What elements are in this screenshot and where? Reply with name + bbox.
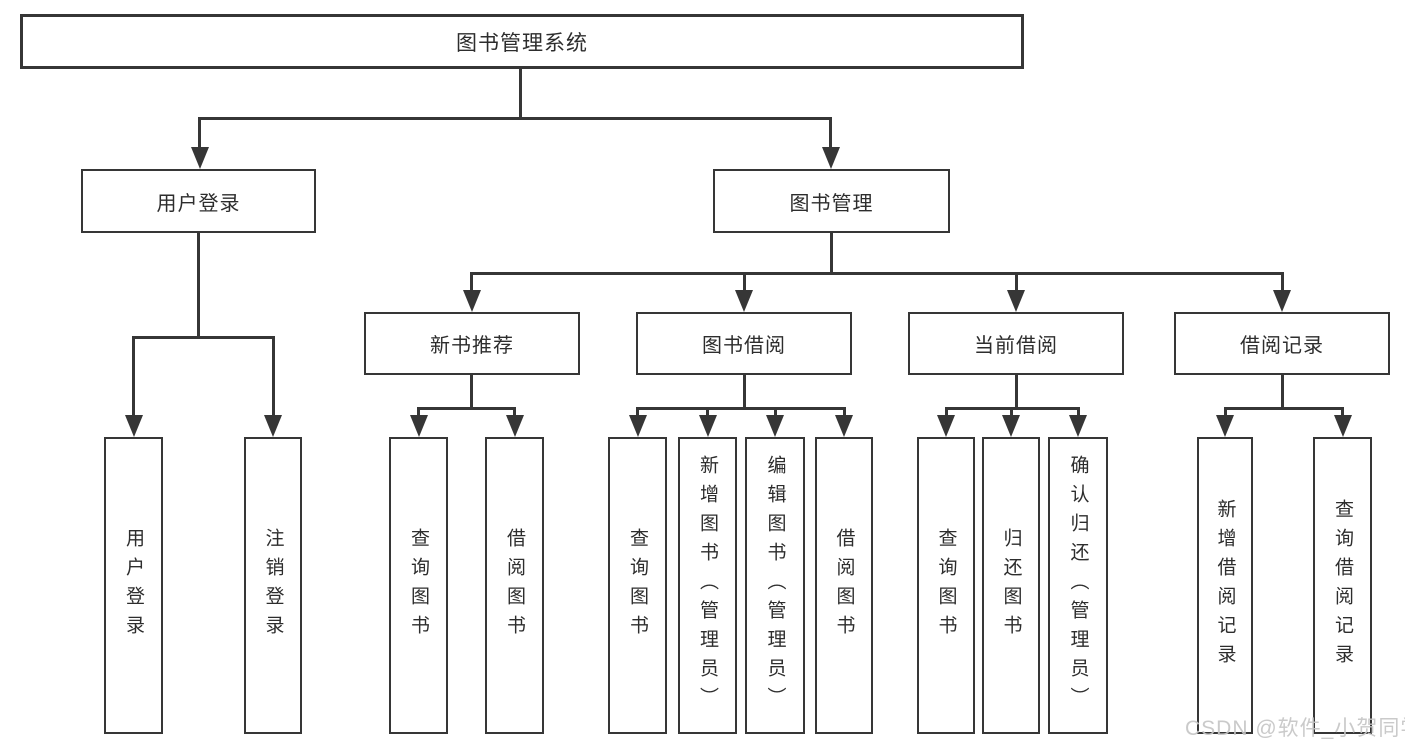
connector-line (743, 375, 746, 410)
connector-line (1224, 407, 1344, 410)
node-book-management-label: 图书管理 (789, 192, 874, 215)
leaf-add-borrow-record: 新增借阅记录 (1197, 437, 1253, 734)
leaf-add-borrow-record-label: 新增借阅记录 (1214, 498, 1236, 673)
connector-line (470, 375, 473, 410)
connector-line (1015, 375, 1018, 410)
leaf-borrow-books-borrowing: 借阅图书 (815, 437, 873, 734)
node-current-borrowing-label: 当前借阅 (974, 335, 1058, 357)
node-user-login-label: 用户登录 (156, 192, 241, 215)
leaf-confirm-return-admin: 确认归还（管理员） (1048, 437, 1108, 734)
arrowhead-down-icon (937, 415, 955, 437)
connector-line (519, 69, 522, 120)
leaf-query-borrow-record: 查询借阅记录 (1313, 437, 1372, 734)
arrowhead-down-icon (191, 147, 209, 169)
connector-line (417, 407, 516, 410)
node-book-borrowing-label: 图书借阅 (702, 335, 786, 357)
arrowhead-down-icon (125, 415, 143, 437)
connector-line (272, 336, 275, 416)
arrowhead-down-icon (1334, 415, 1352, 437)
leaf-user-login-label: 用户登录 (123, 527, 144, 644)
leaf-query-books-recommend: 查询图书 (389, 437, 448, 734)
node-new-book-recommend: 新书推荐 (364, 312, 580, 375)
leaf-add-book-admin: 新增图书（管理员） (678, 437, 737, 734)
connector-line (829, 117, 832, 148)
arrowhead-down-icon (766, 415, 784, 437)
arrowhead-down-icon (1069, 415, 1087, 437)
connector-line (1281, 375, 1284, 410)
connector-line (743, 272, 746, 292)
connector-line (1010, 407, 1013, 417)
arrowhead-down-icon (822, 147, 840, 169)
connector-line (1281, 272, 1284, 292)
leaf-borrow-books-borrowing-label: 借阅图书 (833, 527, 855, 644)
connector-line (198, 117, 201, 148)
arrowhead-down-icon (835, 415, 853, 437)
connector-line (417, 407, 420, 417)
node-new-book-recommend-label: 新书推荐 (430, 335, 514, 357)
connector-line (945, 407, 948, 417)
connector-line (1015, 272, 1018, 292)
connector-line (1077, 407, 1080, 417)
leaf-query-borrow-record-label: 查询借阅记录 (1332, 498, 1353, 673)
connector-line (830, 233, 833, 275)
leaf-edit-book-admin-label: 编辑图书（管理员） (764, 455, 786, 716)
node-user-login: 用户登录 (81, 169, 316, 233)
leaf-borrow-books-recommend: 借阅图书 (485, 437, 544, 734)
arrowhead-down-icon (1007, 290, 1025, 312)
node-borrowing-records-label: 借阅记录 (1240, 335, 1324, 357)
connector-line (706, 407, 709, 417)
connector-line (636, 407, 846, 410)
connector-line (843, 407, 846, 417)
connector-line (636, 407, 639, 417)
leaf-edit-book-admin: 编辑图书（管理员） (745, 437, 805, 734)
watermark: CSDN @软件_小贺同学 (1185, 717, 1405, 740)
arrowhead-down-icon (463, 290, 481, 312)
node-current-borrowing: 当前借阅 (908, 312, 1124, 375)
leaf-add-book-admin-label: 新增图书（管理员） (697, 455, 718, 716)
connector-line (470, 272, 1283, 275)
node-borrowing-records: 借阅记录 (1174, 312, 1390, 375)
arrowhead-down-icon (735, 290, 753, 312)
node-root-label: 图书管理系统 (456, 31, 588, 55)
leaf-query-books-current: 查询图书 (917, 437, 975, 734)
arrowhead-down-icon (410, 415, 428, 437)
arrowhead-down-icon (264, 415, 282, 437)
node-root: 图书管理系统 (20, 14, 1024, 69)
node-book-borrowing: 图书借阅 (636, 312, 852, 375)
arrowhead-down-icon (629, 415, 647, 437)
connector-line (132, 336, 135, 416)
arrowhead-down-icon (699, 415, 717, 437)
leaf-return-books-label: 归还图书 (1000, 527, 1022, 644)
leaf-query-books-borrowing-label: 查询图书 (627, 527, 648, 644)
leaf-query-books-current-label: 查询图书 (935, 527, 957, 644)
leaf-borrow-books-recommend-label: 借阅图书 (504, 527, 525, 644)
leaf-logout-label: 注销登录 (262, 527, 284, 644)
arrowhead-down-icon (1216, 415, 1234, 437)
connector-line (470, 272, 473, 292)
leaf-query-books-recommend-label: 查询图书 (408, 527, 429, 644)
leaf-logout: 注销登录 (244, 437, 302, 734)
arrowhead-down-icon (1273, 290, 1291, 312)
arrowhead-down-icon (1002, 415, 1020, 437)
arrowhead-down-icon (506, 415, 524, 437)
connector-line (774, 407, 777, 417)
connector-line (197, 233, 200, 339)
leaf-user-login: 用户登录 (104, 437, 163, 734)
node-book-management: 图书管理 (713, 169, 950, 233)
leaf-confirm-return-admin-label: 确认归还（管理员） (1067, 455, 1089, 716)
connector-line (1224, 407, 1227, 417)
connector-line (198, 117, 832, 120)
leaf-return-books: 归还图书 (982, 437, 1040, 734)
connector-line (1341, 407, 1344, 417)
leaf-query-books-borrowing: 查询图书 (608, 437, 667, 734)
connector-line (513, 407, 516, 417)
connector-line (132, 336, 275, 339)
